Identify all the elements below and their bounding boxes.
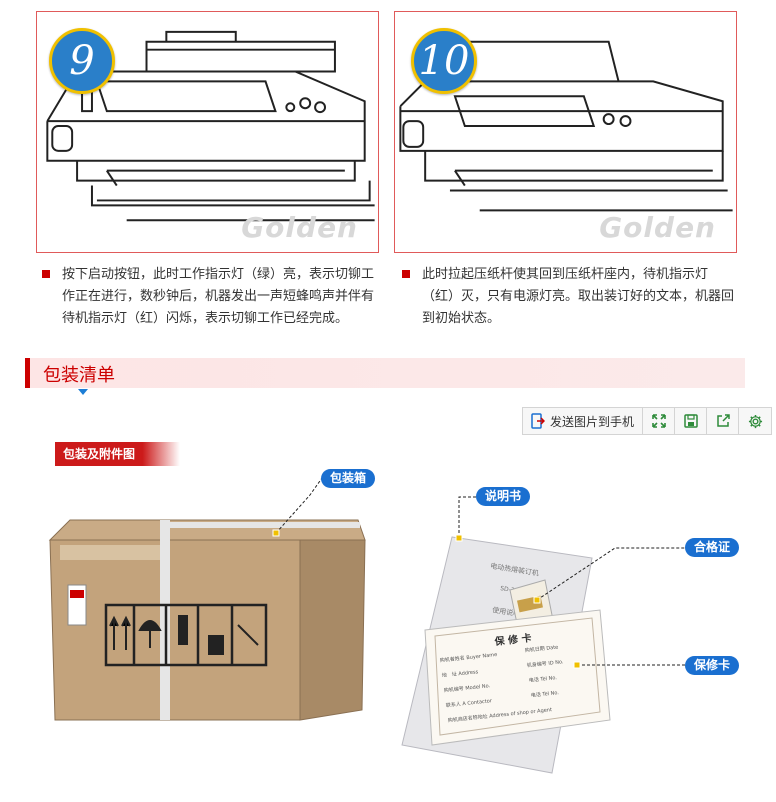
settings-icon bbox=[748, 414, 762, 428]
warranty-field: 地 址 Address bbox=[441, 668, 478, 679]
warranty-field: 电话 Tel No. bbox=[530, 689, 559, 699]
step-number-badge: 10 bbox=[411, 28, 477, 94]
bullet-square-icon bbox=[402, 270, 410, 278]
warranty-field: 联系人 A Contactor bbox=[445, 697, 493, 709]
bullet-square-icon bbox=[42, 270, 50, 278]
warranty-card: 保 修 卡 购机者姓名 Buyer Name 地 址 Address 购机编号 … bbox=[424, 609, 611, 746]
package-tag: 包装及附件图 bbox=[55, 442, 180, 466]
step-10-image: 10 Golden bbox=[394, 11, 737, 253]
section-down-arrow-icon bbox=[78, 389, 88, 395]
share-icon bbox=[716, 414, 730, 427]
callout-markers bbox=[272, 529, 581, 669]
warranty-field: 购机编号 Model No. bbox=[443, 682, 490, 694]
share-button[interactable] bbox=[707, 408, 740, 434]
callout-box: 包装箱 bbox=[321, 469, 376, 488]
send-to-phone-button[interactable]: 发送图片到手机 bbox=[523, 408, 644, 434]
phone-send-icon bbox=[531, 413, 545, 429]
image-toolbar: 发送图片到手机 bbox=[522, 407, 773, 435]
warranty-field: 机身编号 ID No. bbox=[526, 658, 564, 669]
warranty-title: 保 修 卡 bbox=[493, 631, 532, 648]
callout-leaders bbox=[275, 477, 685, 666]
save-icon bbox=[683, 414, 698, 428]
section-accent bbox=[25, 358, 30, 388]
cardboard-box bbox=[48, 519, 366, 721]
section-title: 包装清单 bbox=[43, 365, 115, 386]
section-header: 包装清单 bbox=[25, 358, 745, 388]
settings-button[interactable] bbox=[739, 408, 771, 434]
step-10-description: 此时拉起压纸杆使其回到压纸杆座内，待机指示灯（红）灭，只有电源灯亮。取出装订好的… bbox=[402, 264, 740, 330]
step-9-image: 9 Golden bbox=[36, 11, 379, 253]
send-to-phone-label: 发送图片到手机 bbox=[550, 414, 635, 429]
machine-drawing-step-10 bbox=[399, 40, 733, 212]
callout-certificate: 合格证 bbox=[685, 538, 740, 557]
step-text: 按下启动按钮，此时工作指示灯（绿）亮，表示切铆工作正在进行，数秒钟后，机器发出一… bbox=[62, 267, 375, 326]
machine-drawing-step-9 bbox=[46, 30, 375, 222]
golden-watermark: Golden bbox=[241, 211, 358, 244]
step-9-description: 按下启动按钮，此时工作指示灯（绿）亮，表示切铆工作正在进行，数秒钟后，机器发出一… bbox=[42, 264, 382, 330]
expand-button[interactable] bbox=[643, 408, 676, 434]
step-number-badge: 9 bbox=[49, 28, 115, 94]
step-text: 此时拉起压纸杆使其回到压纸杆座内，待机指示灯（红）灭，只有电源灯亮。取出装订好的… bbox=[422, 267, 735, 326]
golden-watermark: Golden bbox=[599, 211, 716, 244]
manual-model: SD-30 bbox=[500, 585, 519, 595]
warranty-field: 购机日期 Date bbox=[524, 644, 558, 654]
callout-warranty: 保修卡 bbox=[685, 656, 740, 675]
callout-manual: 说明书 bbox=[476, 487, 531, 506]
warranty-field: 电话 Tel No. bbox=[528, 674, 557, 684]
package-contents-illustration: 电动热熔装订机 SD-30 使用说明书 保 修 卡 购机者姓名 Buyer Na… bbox=[48, 477, 685, 774]
save-button[interactable] bbox=[675, 408, 708, 434]
expand-icon bbox=[651, 414, 666, 428]
